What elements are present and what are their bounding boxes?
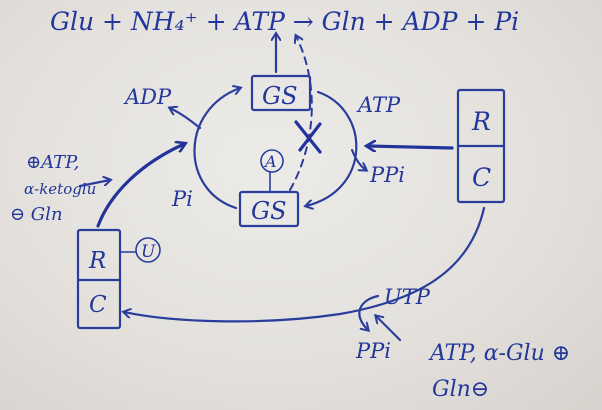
rc-right-r-label: R [471, 107, 491, 136]
adp-release-arrow [170, 108, 202, 130]
gs-top-label: GS [262, 82, 298, 110]
rc-left-r-label: R [88, 248, 106, 274]
effector-plus-atp: ⊕ATP, [26, 152, 79, 173]
effector-left-arrow [78, 180, 110, 188]
ppi-release-arrow [350, 148, 366, 170]
rc-right-c-label: C [472, 163, 491, 192]
dashed-activity-arrow [289, 36, 313, 191]
adenyl-circle [260, 149, 284, 173]
bottom-effectors-2: Gln⊖ [432, 377, 489, 402]
pi-label: Pi [171, 187, 193, 211]
gs-bottom-box [238, 190, 300, 228]
rc-left-activation-arrow [96, 144, 184, 228]
utp-label: UTP [384, 285, 431, 309]
ppi-bottom-label: PPi [355, 339, 391, 363]
utp-ppi-arrow [358, 294, 380, 330]
right-cycle-arc [306, 90, 358, 206]
bottom-effector-arrow [376, 316, 402, 342]
effector-minus-gln: ⊖ Gln [10, 204, 63, 225]
rc-right-activation-arrow [368, 146, 454, 148]
gs-top-box [250, 74, 312, 112]
uridyl-circle [135, 237, 161, 263]
uridyl-label: U [141, 242, 156, 262]
gs-bottom-label: GS [251, 197, 287, 225]
bottom-effectors-1: ATP, α-Glu ⊕ [428, 341, 570, 366]
rc-left-c-label: C [89, 292, 107, 318]
inactive-cross [294, 120, 322, 154]
ppi-right-label: PPi [369, 163, 405, 187]
atp-right-label: ATP [356, 93, 401, 117]
reaction-equation: Glu + NH₄⁺ + ATP → Gln + ADP + Pi [50, 7, 519, 36]
adp-label: ADP [123, 85, 172, 109]
uridylylation-curve [124, 206, 486, 323]
adenyl-label: A [263, 152, 277, 171]
effector-ketoglu: α-ketoglu [24, 180, 96, 198]
left-cycle-arc [193, 88, 240, 210]
